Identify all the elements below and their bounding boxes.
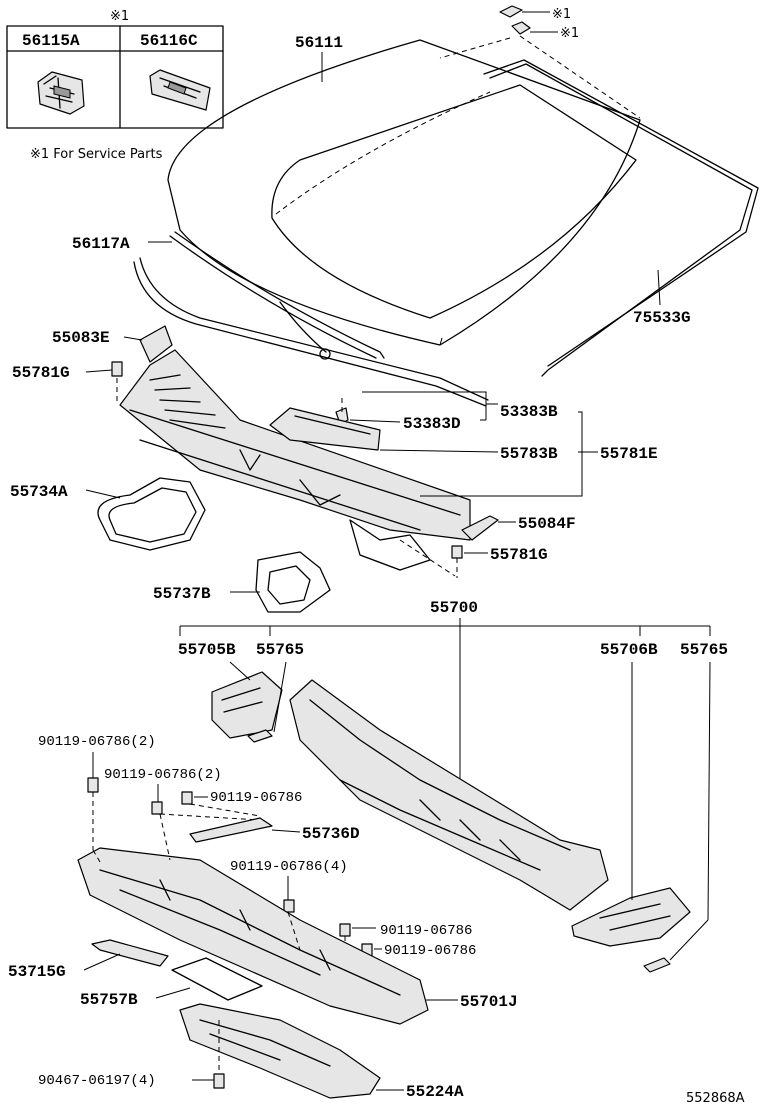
part-55084F: [461, 515, 499, 541]
clip-55781G-b: [399, 539, 463, 578]
bracket-55736D: [189, 817, 273, 843]
label-53715G: 53715G: [8, 963, 66, 981]
bracket-55783B: [269, 407, 381, 451]
label-55781E: 55781E: [600, 445, 658, 463]
label-55705B: 55705B: [178, 641, 236, 659]
label-55765-a: 55765: [256, 641, 304, 659]
label-75533G: 75533G: [633, 309, 691, 327]
figure-id: 552868A: [686, 1091, 745, 1106]
label-bolt-5: 90119-06786: [380, 923, 472, 939]
label-55734A: 55734A: [10, 483, 68, 501]
clip-mark-1: ※1: [552, 7, 571, 22]
panel-55224A: [179, 1003, 381, 1099]
bolt-90119-a: [87, 777, 99, 850]
clip-55781G-a: [111, 361, 123, 402]
windshield-glass-56111: [167, 39, 641, 346]
inset-header-56115A: 56115A: [22, 32, 80, 50]
clip-mark-2: ※1: [560, 26, 579, 41]
label-bolt-4: 90119-06786(4): [230, 859, 348, 875]
service-parts-inset: ※1 56115A 56116C ※1 For Service Parts: [6, 9, 224, 162]
label-55737B: 55737B: [153, 585, 211, 603]
label-55224A: 55224A: [406, 1083, 464, 1101]
clip-top-2: ※1: [511, 21, 579, 41]
label-55781G-b: 55781G: [490, 546, 548, 564]
pad-55765-b: [643, 957, 671, 973]
inset-note-mark: ※1: [110, 9, 129, 24]
label-55783B: 55783B: [500, 445, 558, 463]
cowl-panel-55700: [289, 679, 609, 911]
label-55701J: 55701J: [460, 993, 518, 1011]
seal-55737B: [255, 551, 331, 613]
label-55700: 55700: [430, 599, 478, 617]
seal-55734A: [97, 477, 206, 551]
label-bolt-2: 90119-06786(2): [104, 767, 222, 783]
label-55736D: 55736D: [302, 825, 360, 843]
part-55083E: [139, 325, 173, 363]
label-55781G-a: 55781G: [12, 364, 70, 382]
pad-55757B: [171, 957, 263, 1001]
clip-56116C-drawing: [149, 69, 211, 111]
clip-56115A-drawing: [37, 71, 85, 115]
label-56117A: 56117A: [72, 235, 130, 253]
label-53383B: 53383B: [500, 403, 558, 421]
cowl-lower-55701J: [77, 847, 429, 1025]
bolt-90119-b: [151, 801, 163, 815]
label-bolt-7: 90467-06197(4): [38, 1073, 156, 1089]
label-53383D: 53383D: [403, 415, 461, 433]
pad-55765-a: [247, 729, 273, 743]
bracket-55706B: [571, 887, 691, 947]
clip-90467: [213, 1020, 225, 1089]
label-55083E: 55083E: [52, 329, 110, 347]
part-53715G: [91, 939, 169, 967]
clip-top-1: ※1: [499, 5, 571, 22]
inset-header-56116C: 56116C: [140, 32, 198, 50]
label-bolt-3: 90119-06786: [210, 790, 302, 806]
moulding-75533G: [483, 59, 759, 377]
bolt-90119-d: [283, 899, 295, 913]
label-55084F: 55084F: [518, 515, 576, 533]
bracket-55705B: [211, 671, 283, 739]
label-56111: 56111: [295, 34, 343, 52]
label-55757B: 55757B: [80, 991, 138, 1009]
wiper-arm: [279, 301, 327, 353]
label-bolt-1: 90119-06786(2): [38, 734, 156, 750]
label-bolt-6: 90119-06786: [384, 943, 476, 959]
weatherstrip-56117A: [133, 231, 489, 407]
cowl-louver-assy: [119, 349, 471, 571]
bolt-90119-c: [181, 791, 193, 805]
inset-frame: [6, 25, 224, 129]
label-55706B: 55706B: [600, 641, 658, 659]
label-55765-b: 55765: [680, 641, 728, 659]
service-parts-footnote: ※1 For Service Parts: [30, 147, 163, 162]
